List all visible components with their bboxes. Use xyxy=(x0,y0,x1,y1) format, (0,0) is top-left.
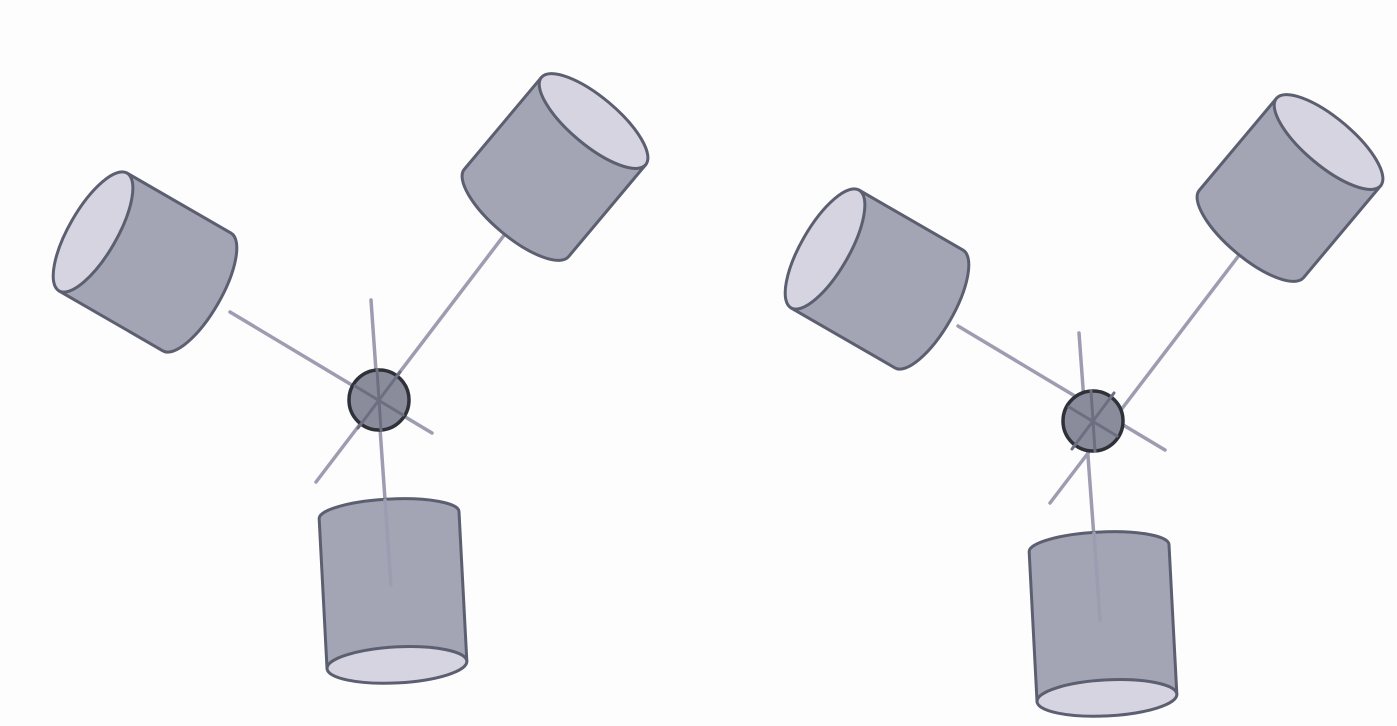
cylinder-body xyxy=(1195,96,1383,283)
cylinder-end-face xyxy=(51,170,135,294)
left-assembly xyxy=(51,72,650,685)
axis-line-inner xyxy=(383,498,393,587)
cylinder-end-face xyxy=(1035,678,1179,718)
right-assembly xyxy=(783,93,1385,718)
cylinder-body xyxy=(1027,530,1179,704)
axis-line-inner xyxy=(1092,531,1102,622)
axis-line-upper-left xyxy=(956,324,1167,452)
cylinder-left-upper xyxy=(51,170,239,354)
cylinder-end-face xyxy=(783,187,867,311)
hub-cross xyxy=(353,368,405,432)
cylinder-bottom xyxy=(1027,530,1179,718)
cylinder-right-upper xyxy=(1195,93,1385,283)
cylinder-end-face xyxy=(1272,93,1385,191)
cylinder-right-upper xyxy=(460,72,650,262)
cylinder-left-upper xyxy=(783,187,971,371)
cylinder-end-face xyxy=(325,645,469,685)
cylinder-bottom xyxy=(317,497,469,685)
cylinder-body xyxy=(317,497,469,671)
cylinder-body xyxy=(460,75,648,262)
cylinder-end-face xyxy=(537,72,650,170)
hub-cross xyxy=(1067,389,1119,453)
